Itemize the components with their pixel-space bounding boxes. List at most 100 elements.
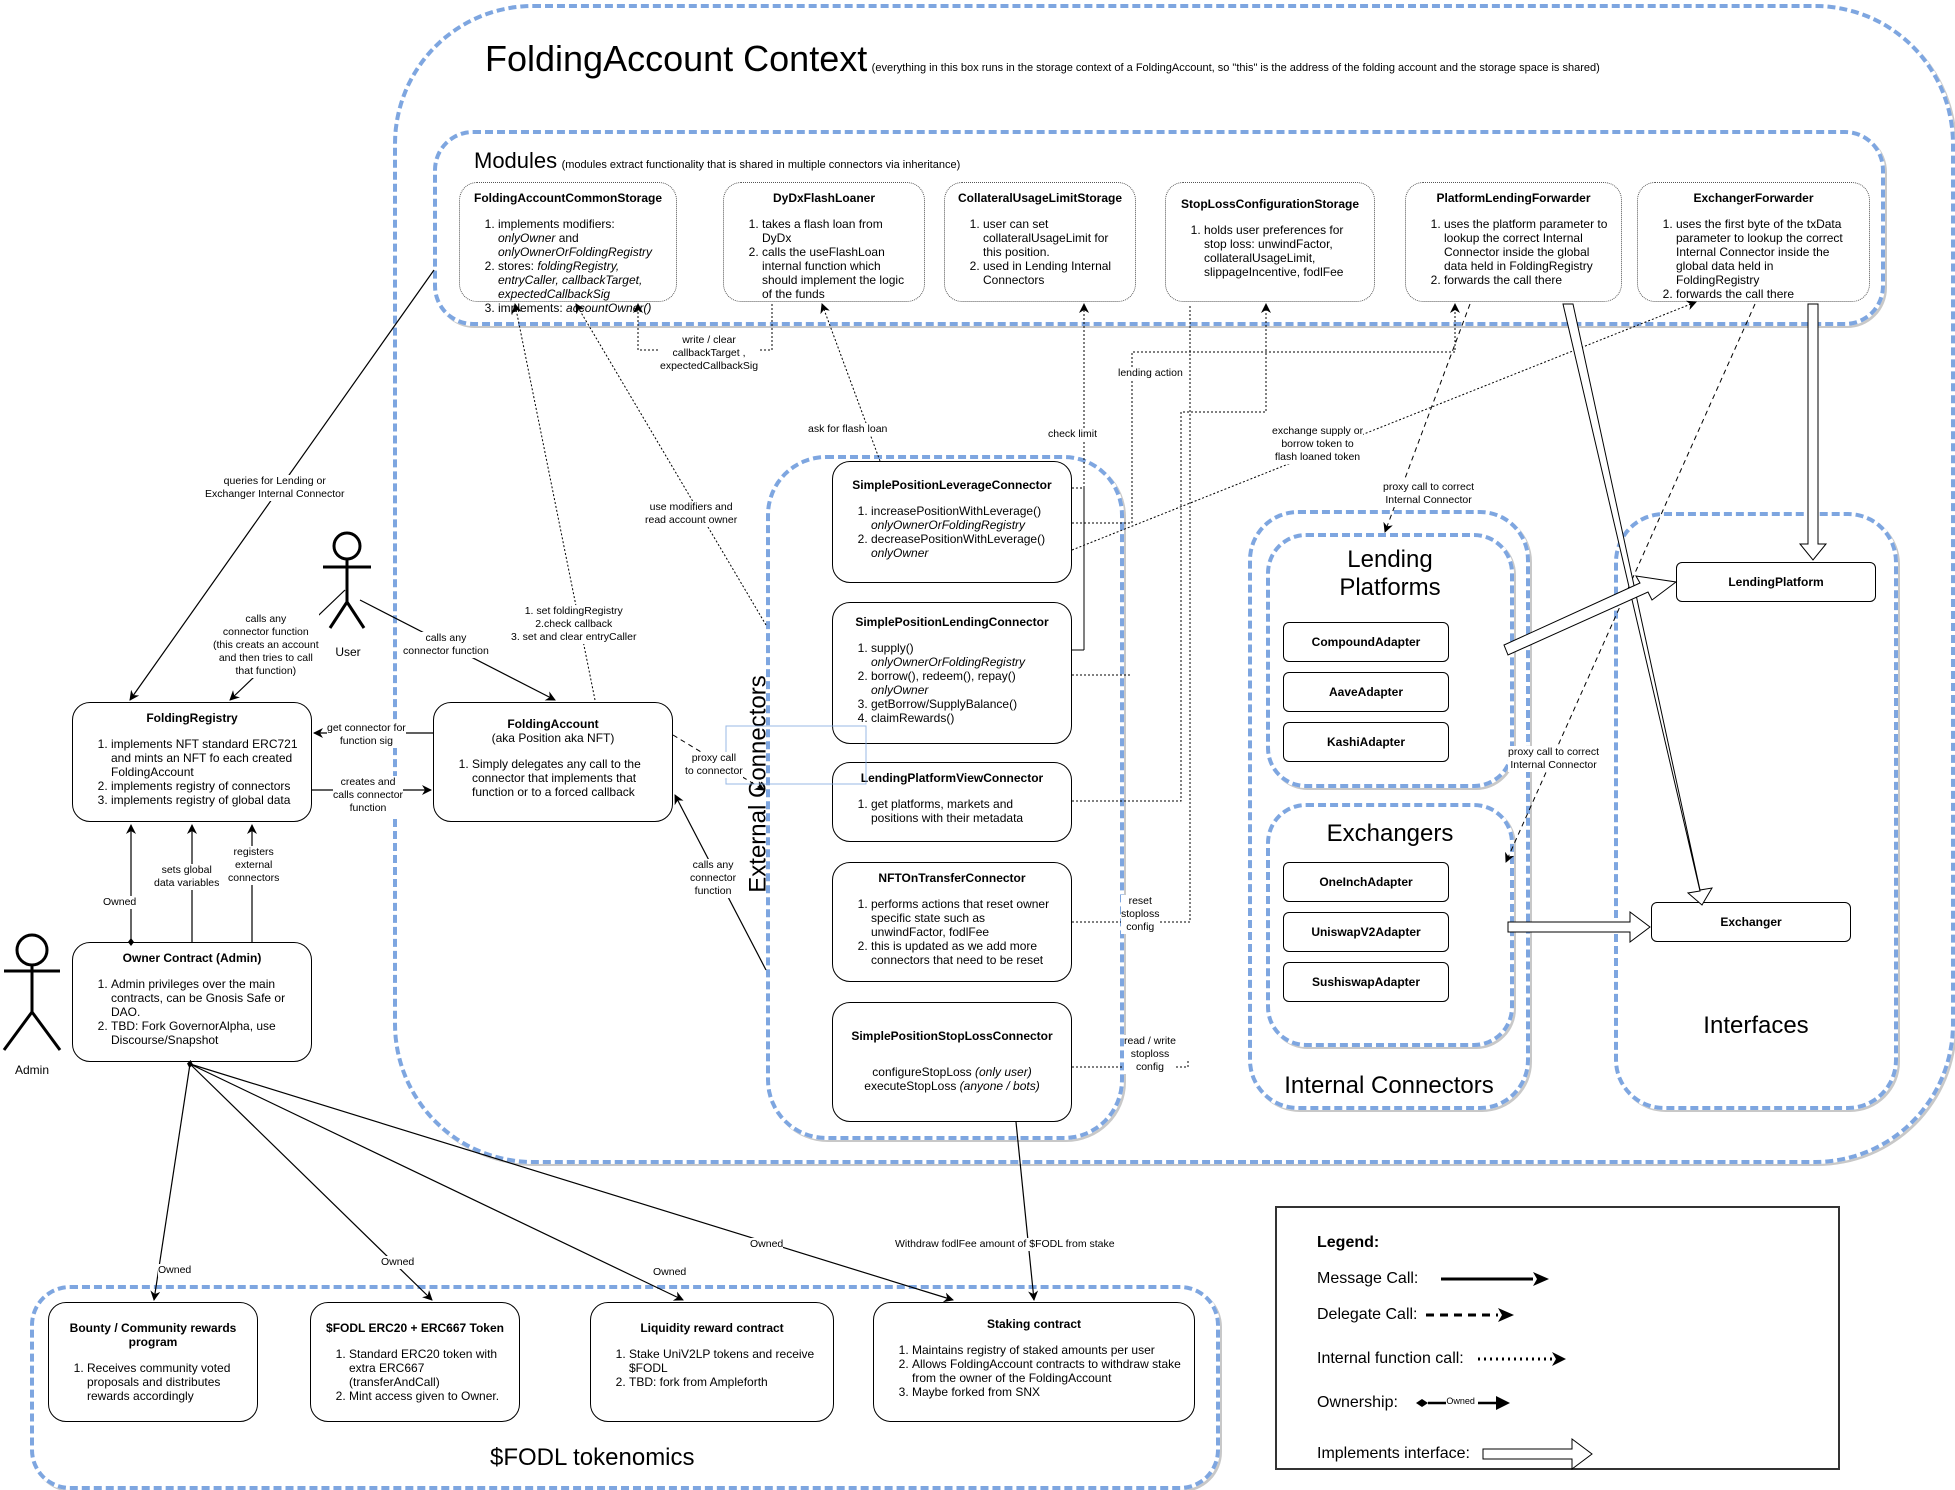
- list-item: Simply delegates any call to the connect…: [472, 757, 662, 799]
- adapter-kashi[interactable]: KashiAdapter: [1283, 722, 1449, 762]
- list-item: this is updated as we add more connector…: [871, 939, 1061, 967]
- context-title-text: FoldingAccount Context: [485, 38, 868, 79]
- lending-title-line2: Platforms: [1339, 574, 1441, 601]
- module-stop-loss-configuration-storage[interactable]: StopLossConfigurationStorage holds user …: [1165, 182, 1375, 302]
- legend-ownership: Ownership: Owned: [1317, 1394, 1512, 1412]
- list-item: TBD: Fork GovernorAlpha, use Discourse/S…: [111, 1019, 301, 1047]
- list-item: Maintains registry of staked amounts per…: [912, 1343, 1184, 1357]
- tokenomics-list: Standard ERC20 token with extra ERC667 (…: [321, 1347, 509, 1403]
- module-title: PlatformLendingForwarder: [1436, 191, 1591, 205]
- list-item: Mint access given to Owner.: [349, 1389, 509, 1403]
- legend-message-call: Message Call:: [1317, 1270, 1551, 1288]
- account-list: Simply delegates any call to the connect…: [444, 757, 662, 799]
- module-title: CollateralUsageLimitStorage: [957, 191, 1123, 205]
- connector-simple-position-stop-loss[interactable]: SimplePositionStopLossConnector configur…: [832, 1002, 1072, 1122]
- implements-arrow-icon: [1482, 1438, 1594, 1470]
- label-queries: queries for Lending or Exchanger Interna…: [205, 475, 345, 501]
- account-title: FoldingAccount: [507, 717, 599, 731]
- wire-segment: [30, 1011, 62, 1051]
- wire-segment: [332, 531, 362, 561]
- label-check-limit: check limit: [1048, 428, 1098, 441]
- internal-call-arrow-icon: [1478, 1351, 1567, 1366]
- adapter-aave[interactable]: AaveAdapter: [1283, 672, 1449, 712]
- adapter-oneinch[interactable]: OneInchAdapter: [1283, 862, 1449, 902]
- label-user-calls-registry: calls any connector function (this creat…: [213, 613, 319, 678]
- modules-note: (modules extract functionality that is s…: [561, 159, 961, 171]
- list-item: used in Lending Internal Connectors: [983, 259, 1125, 287]
- folding-account[interactable]: FoldingAccount (aka Position aka NFT) Si…: [433, 702, 673, 822]
- tokenomics-staking[interactable]: Staking contract Maintains registry of s…: [873, 1302, 1195, 1422]
- module-collateral-usage-limit-storage[interactable]: CollateralUsageLimitStorage user can set…: [944, 182, 1136, 302]
- connector-nft-on-transfer[interactable]: NFTOnTransferConnector performs actions …: [832, 862, 1072, 982]
- owner-list: Admin privileges over the main contracts…: [83, 977, 301, 1047]
- connector-simple-position-lending[interactable]: SimplePositionLendingConnector supply()o…: [832, 602, 1072, 744]
- internal-connectors-title: Internal Connectors: [1284, 1072, 1494, 1099]
- context-title: FoldingAccount Context (everything in th…: [485, 38, 1600, 80]
- list-item: get platforms, markets and positions wit…: [871, 797, 1061, 825]
- tokenomics-title: $FODL tokenomics: [490, 1444, 695, 1471]
- list-item: Standard ERC20 token with extra ERC667 (…: [349, 1347, 509, 1389]
- list-item: Maybe forked from SNX: [912, 1385, 1184, 1399]
- wire-segment: [2, 1011, 34, 1051]
- module-list: takes a flash loan from DyDx calls the u…: [734, 217, 914, 301]
- label-use-modifiers: use modifiers and read account owner: [645, 501, 738, 527]
- label-calls-any-fn: calls any connector function: [690, 859, 737, 898]
- module-platform-lending-forwarder[interactable]: PlatformLendingForwarder uses the platfo…: [1405, 182, 1622, 302]
- label-proxy-connector: proxy call to connector: [685, 752, 743, 778]
- label-owned-liquidity: Owned: [653, 1266, 687, 1279]
- tokenomics-title-item: Staking contract: [986, 1317, 1082, 1331]
- label-lending-action: lending action: [1118, 367, 1183, 380]
- tokenomics-bounty[interactable]: Bounty / Community rewards program Recei…: [48, 1302, 258, 1422]
- connector-simple-position-leverage[interactable]: SimplePositionLeverageConnector increase…: [832, 461, 1072, 583]
- delegate-call-arrow-icon: [1425, 1307, 1514, 1322]
- list-item: holds user preferences for stop loss: un…: [1204, 223, 1364, 279]
- connector-title: SimplePositionStopLossConnector: [851, 1029, 1053, 1043]
- ownership-tag: Owned: [1446, 1395, 1475, 1406]
- label-write-clear: write / clear callbackTarget , expectedC…: [660, 334, 759, 373]
- connector-lending-platform-view[interactable]: LendingPlatformViewConnector get platfor…: [832, 762, 1072, 842]
- module-exchanger-forwarder[interactable]: ExchangerForwarder uses the first byte o…: [1637, 182, 1870, 302]
- interface-exchanger[interactable]: Exchanger: [1651, 902, 1851, 942]
- label-owned-registry: Owned: [103, 896, 137, 909]
- module-title: FoldingAccountCommonStorage: [474, 191, 662, 205]
- tokenomics-list: Receives community voted proposals and d…: [59, 1361, 247, 1403]
- module-dydx-flash-loaner[interactable]: DyDxFlashLoaner takes a flash loan from …: [723, 182, 925, 302]
- label-registers: registers external connectors: [228, 846, 280, 885]
- list-item: forwards the call there: [1676, 287, 1859, 301]
- adapter-sushiswap[interactable]: SushiswapAdapter: [1283, 962, 1449, 1002]
- admin-label: Admin: [14, 1063, 49, 1077]
- list-item: Allows FoldingAccount contracts to withd…: [912, 1357, 1184, 1385]
- user-label: User: [335, 645, 361, 659]
- legend-title: Legend:: [1317, 1234, 1380, 1251]
- adapter-uniswap-v2[interactable]: UniswapV2Adapter: [1283, 912, 1449, 952]
- label-reset-stoploss: reset stoploss config: [1121, 895, 1160, 934]
- list-item: Admin privileges over the main contracts…: [111, 977, 301, 1019]
- legend-delegate-call: Delegate Call:: [1317, 1306, 1516, 1324]
- lending-platforms-title: Lending Platforms: [1266, 546, 1514, 602]
- wire-segment: [15, 933, 49, 967]
- module-list: uses the platform parameter to lookup th…: [1416, 217, 1611, 287]
- legend-label: Message Call:: [1317, 1270, 1419, 1287]
- wire-segment: [345, 601, 366, 629]
- owner-contract[interactable]: Owner Contract (Admin) Admin privileges …: [72, 942, 312, 1062]
- folding-registry[interactable]: FoldingRegistry implements NFT standard …: [72, 702, 312, 822]
- module-folding-account-common-storage[interactable]: FoldingAccountCommonStorage implements m…: [459, 182, 677, 315]
- adapter-compound[interactable]: CompoundAdapter: [1283, 622, 1449, 662]
- list-item: increasePositionWithLeverage()onlyOwnerO…: [871, 504, 1061, 532]
- list-item: Receives community voted proposals and d…: [87, 1361, 247, 1403]
- tokenomics-liquidity-reward[interactable]: Liquidity reward contract Stake UniV2LP …: [590, 1302, 834, 1422]
- legend-label: Implements interface:: [1317, 1445, 1470, 1463]
- list-item: user can set collateralUsageLimit for th…: [983, 217, 1125, 259]
- module-list: holds user preferences for stop loss: un…: [1176, 223, 1364, 279]
- interface-lending-platform[interactable]: LendingPlatform: [1676, 562, 1876, 602]
- list-item: forwards the call there: [1444, 273, 1611, 287]
- ownership-arrow-icon: Owned: [1416, 1395, 1512, 1410]
- connector-title: NFTOnTransferConnector: [878, 871, 1026, 885]
- label-set-registry: 1. set foldingRegistry 2.check callback …: [511, 605, 637, 644]
- connector-lines: configureStopLoss (only user) executeSto…: [843, 1065, 1061, 1093]
- list-item: getBorrow/SupplyBalance(): [871, 697, 1061, 711]
- tokenomics-fodl-token[interactable]: $FODL ERC20 + ERC667 Token Standard ERC2…: [310, 1302, 520, 1422]
- list-item: borrow(), redeem(), repay()onlyOwner: [871, 669, 1061, 697]
- label-ask-flash: ask for flash loan: [808, 423, 888, 436]
- module-list: uses the first byte of the txData parame…: [1648, 217, 1859, 301]
